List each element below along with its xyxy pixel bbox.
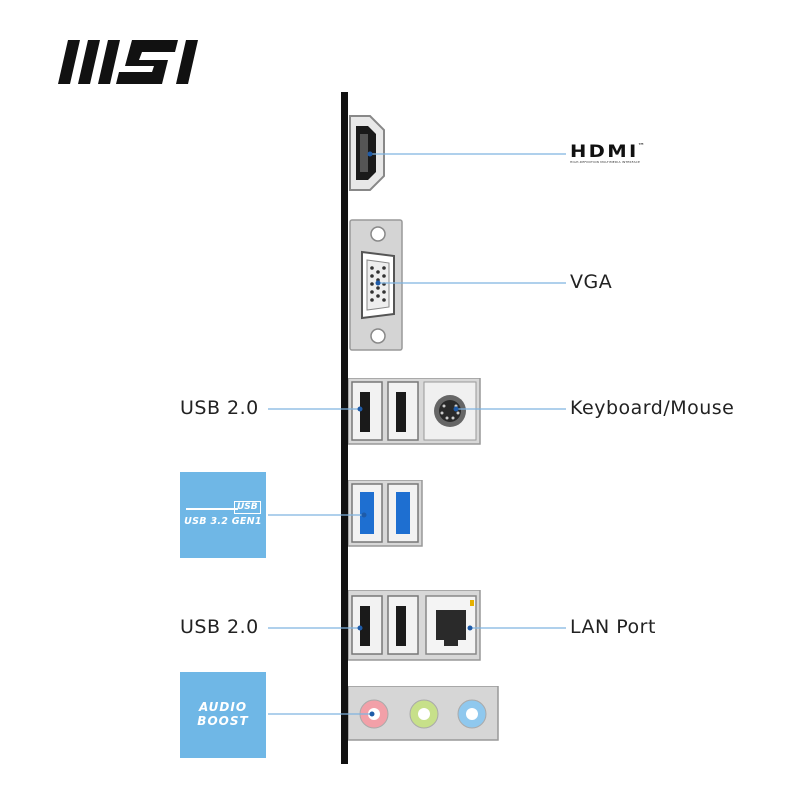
usb32-badge-small: USB: [234, 501, 261, 514]
label-vga: VGA: [570, 271, 613, 293]
hdmi-port: [349, 115, 385, 191]
usb32-badge-rule: [186, 508, 238, 510]
label-keyboard-mouse: Keyboard/Mouse: [570, 397, 735, 419]
msi-logo: [58, 40, 198, 84]
hdmi-logo-text: HDMI: [570, 142, 639, 162]
usb2-top-ports: [348, 378, 481, 445]
label-usb20-top: USB 2.0: [180, 397, 259, 419]
label-usb20-bottom: USB 2.0: [180, 616, 259, 638]
vga-port: [349, 219, 403, 351]
audio-boost-line1: AUDIO: [198, 700, 248, 714]
usb32-badge-main: USB 3.2 GEN1: [184, 516, 262, 527]
usb3-ports: [348, 480, 423, 547]
hdmi-logo: HDMI™ HIGH-DEFINITION MULTIMEDIA INTERFA…: [570, 142, 660, 172]
label-lan: LAN Port: [570, 616, 656, 638]
usb2-bottom-ports: [348, 590, 481, 661]
hdmi-tagline: HIGH-DEFINITION MULTIMEDIA INTERFACE: [570, 160, 641, 164]
io-bracket: [341, 92, 348, 764]
audio-boost-line2: BOOST: [197, 714, 249, 728]
hdmi-tm: ™: [637, 142, 645, 150]
audio-boost-badge: AUDIO BOOST: [180, 672, 266, 758]
usb32-gen1-badge: USB USB 3.2 GEN1: [180, 472, 266, 558]
